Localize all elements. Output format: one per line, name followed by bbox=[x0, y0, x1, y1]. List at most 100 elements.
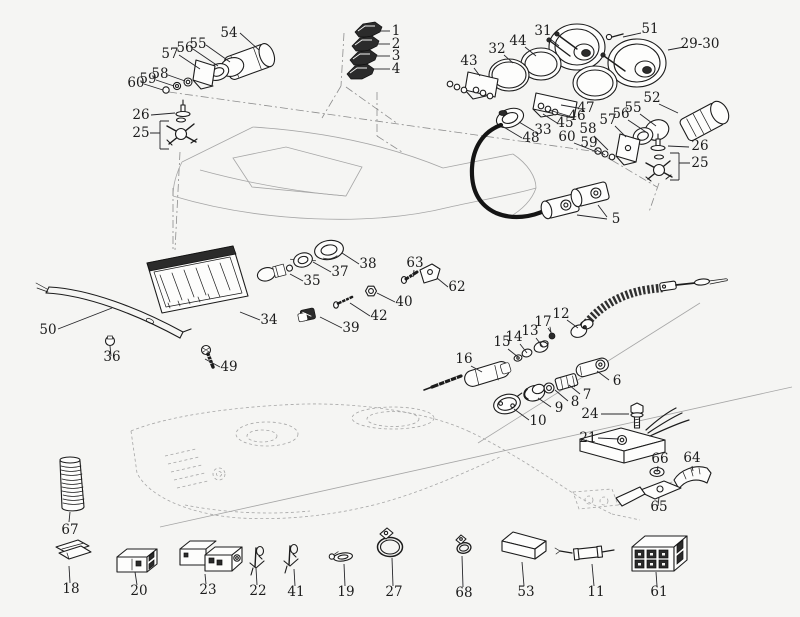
part-52-bulb-holder-right bbox=[594, 100, 730, 166]
part-63-screw bbox=[400, 270, 419, 284]
callout-25-right: 25 bbox=[691, 155, 708, 171]
part-38-socket-cover bbox=[314, 239, 344, 261]
callout-40: 40 bbox=[395, 294, 412, 310]
callout-21: 21 bbox=[579, 430, 596, 446]
callout-60-left: 60 bbox=[127, 75, 144, 91]
belly-pan-outline bbox=[130, 302, 793, 528]
callout-59-right: 59 bbox=[580, 135, 597, 151]
callout-26-left: 26 bbox=[132, 107, 149, 123]
part-16-switch-housing bbox=[423, 361, 512, 391]
part-29-30-headlamp-right bbox=[532, 38, 667, 119]
callout-46: 46 bbox=[568, 108, 585, 124]
callout-42: 42 bbox=[370, 308, 387, 324]
callout-49: 49 bbox=[220, 359, 237, 375]
callout-37: 37 bbox=[331, 264, 348, 280]
callout-14: 14 bbox=[505, 329, 522, 345]
callout-64: 64 bbox=[683, 450, 700, 466]
callout-66: 66 bbox=[651, 451, 668, 467]
part-43-bracket bbox=[446, 71, 499, 100]
part-29-30-headlamp-left bbox=[546, 23, 606, 71]
part-23-connectors bbox=[179, 540, 243, 572]
callout-44: 44 bbox=[509, 33, 526, 49]
callout-43: 43 bbox=[460, 53, 477, 69]
part-36-nut bbox=[104, 335, 116, 347]
part-64-clamp bbox=[673, 466, 712, 490]
callout-54: 54 bbox=[220, 25, 237, 41]
part-45-46-47-fasteners bbox=[537, 102, 559, 116]
callout-34: 34 bbox=[260, 312, 277, 328]
part-39-clip-nut bbox=[297, 307, 316, 323]
part-26-stud-left bbox=[175, 99, 191, 118]
callout-7: 7 bbox=[583, 387, 592, 403]
part-68-clamp bbox=[455, 534, 472, 554]
callout-10: 10 bbox=[529, 413, 546, 429]
part-25-bracket-right bbox=[645, 154, 673, 182]
part-6-ring-terminal bbox=[575, 357, 610, 378]
callout-58-right: 58 bbox=[579, 121, 596, 137]
callout-53: 53 bbox=[517, 584, 534, 600]
part-24-bolt bbox=[630, 402, 644, 429]
part-50-trim-strip bbox=[35, 282, 192, 339]
callout-26-right: 26 bbox=[691, 138, 708, 154]
headlamp-harness-cable bbox=[469, 122, 549, 220]
callout-32: 32 bbox=[488, 41, 505, 57]
callout-5: 5 bbox=[612, 211, 621, 227]
callout-27: 27 bbox=[385, 584, 402, 600]
part-37-gasket bbox=[290, 252, 316, 268]
callout-12: 12 bbox=[552, 306, 569, 322]
callout-13: 13 bbox=[521, 323, 538, 339]
callout-60-right: 60 bbox=[558, 129, 575, 145]
callout-61: 61 bbox=[650, 584, 667, 600]
callout-56-left: 56 bbox=[176, 40, 193, 56]
callout-2: 2 bbox=[392, 36, 401, 52]
callout-23: 23 bbox=[199, 582, 216, 598]
callout-17: 17 bbox=[534, 314, 551, 330]
callout-38: 38 bbox=[359, 256, 376, 272]
callout-41: 41 bbox=[287, 584, 304, 600]
callout-51: 51 bbox=[641, 21, 658, 37]
callout-24: 24 bbox=[581, 406, 598, 422]
part-5-cylinders bbox=[540, 181, 610, 220]
part-18-clip bbox=[55, 539, 92, 560]
hood-outline bbox=[172, 126, 537, 220]
callout-52: 52 bbox=[643, 90, 660, 106]
callout-31: 31 bbox=[534, 23, 551, 39]
part-51-screw bbox=[605, 33, 624, 41]
part-3-clip bbox=[349, 49, 378, 66]
callout-29-30: 29-30 bbox=[681, 36, 720, 52]
part-27-hose-clamp bbox=[376, 527, 404, 558]
callout-45: 45 bbox=[556, 115, 573, 131]
callout-1: 1 bbox=[392, 23, 401, 39]
callout-48: 48 bbox=[522, 130, 539, 146]
callout-9: 9 bbox=[555, 400, 564, 416]
callout-18: 18 bbox=[62, 581, 79, 597]
part-21-regulator-box bbox=[579, 407, 690, 464]
part-1-clip bbox=[354, 21, 383, 38]
part-49-screw bbox=[200, 344, 215, 369]
callout-62: 62 bbox=[448, 279, 465, 295]
callout-35: 35 bbox=[303, 273, 320, 289]
callouts: 54 55 56 57 58 59 60 26 25 1 2 3 4 31 44… bbox=[39, 21, 719, 601]
part-8-washer bbox=[543, 382, 555, 394]
part-53-module bbox=[501, 531, 547, 560]
callout-57-right: 57 bbox=[599, 112, 616, 128]
callout-19: 19 bbox=[337, 584, 354, 600]
part-67-corrugated-tube bbox=[59, 456, 85, 512]
part-35-bulb bbox=[256, 263, 294, 282]
callout-65: 65 bbox=[650, 499, 667, 515]
part-22-clip bbox=[249, 545, 265, 576]
callout-15: 15 bbox=[493, 334, 510, 350]
part-62-bracket bbox=[419, 263, 441, 284]
part-2-clip bbox=[351, 35, 380, 52]
callout-39: 39 bbox=[342, 320, 359, 336]
part-10-disc bbox=[493, 392, 523, 415]
callout-68: 68 bbox=[455, 585, 472, 601]
callout-55-left: 55 bbox=[189, 36, 206, 52]
callout-63: 63 bbox=[406, 255, 423, 271]
callout-3: 3 bbox=[392, 48, 401, 64]
part-11-fuse bbox=[554, 545, 615, 561]
callout-67: 67 bbox=[61, 522, 78, 538]
callout-59-left: 59 bbox=[139, 71, 156, 87]
callout-8: 8 bbox=[571, 394, 580, 410]
